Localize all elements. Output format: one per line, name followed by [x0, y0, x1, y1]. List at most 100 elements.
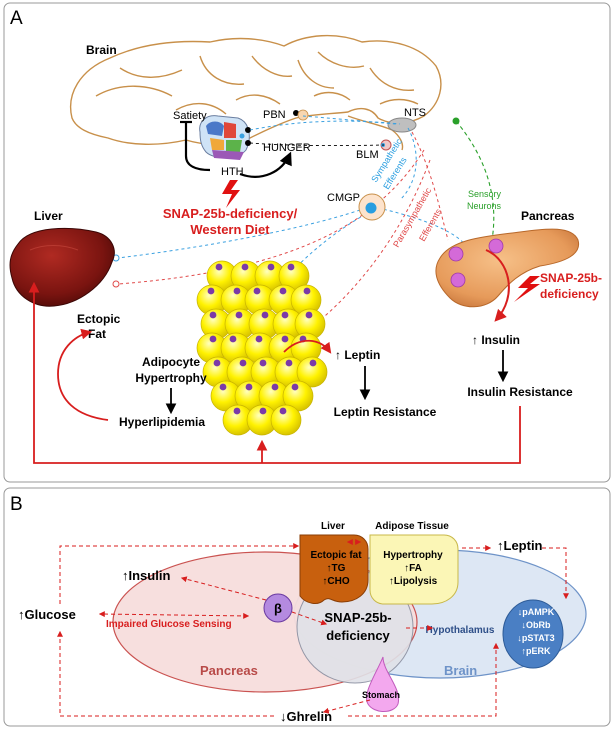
- adipocyte-nucleus: [241, 263, 249, 271]
- tg-label: ↑TG: [327, 563, 346, 574]
- beta-label: β: [274, 601, 282, 616]
- adipocyte-nucleus: [259, 407, 267, 415]
- glucose-label: ↑Glucose: [18, 607, 76, 622]
- fat-to-leptin-arrow: [283, 339, 332, 354]
- hypothalamus-blob: [502, 599, 564, 669]
- adipocyte-nucleus: [235, 311, 243, 319]
- cmgp-label: CMGP: [327, 192, 360, 204]
- ectopic-fat-label: Ectopic fat: [310, 550, 362, 561]
- adipocyte-nucleus: [207, 287, 215, 295]
- ghrelin-to-hypothalamus-arrow: [348, 642, 499, 717]
- adipocyte-line2: Hypertrophy: [135, 371, 207, 385]
- adipocyte-cell: [296, 356, 328, 388]
- pstat3-label: ↓pSTAT3: [517, 633, 554, 643]
- stomach-to-ghrelin-arrow: [322, 699, 371, 714]
- adipocyte-nucleus: [255, 335, 263, 343]
- islet-1: [448, 246, 464, 262]
- hypertrophy-label: Hypertrophy: [383, 550, 443, 561]
- adipocyte-nucleus: [215, 263, 223, 271]
- panel-a-frame: [3, 2, 611, 483]
- insulin-b-label: ↑Insulin: [122, 568, 170, 583]
- insulin-resistance-loop-arrow: [28, 281, 521, 464]
- adipocyte-nucleus: [281, 335, 289, 343]
- adipocyte-nucleus: [281, 311, 289, 319]
- brain-label: Brain: [86, 43, 117, 57]
- pbn-node: [293, 110, 299, 116]
- pancreas-insulin-arrow: [485, 249, 510, 322]
- cmgp-core: [365, 202, 377, 214]
- glucose-to-liver-arrow: [59, 543, 300, 604]
- fa-label: ↑FA: [404, 563, 422, 574]
- adipose-b-label: Adipose Tissue: [375, 521, 449, 532]
- path-sensory: [455, 120, 495, 241]
- pbn-label: PBN: [263, 109, 286, 121]
- adipocyte-nucleus: [213, 359, 221, 367]
- lipolysis-label: ↑Lipolysis: [389, 576, 438, 587]
- adipocyte-nucleus: [233, 407, 241, 415]
- snap-pancreas-line2: deficiency: [540, 287, 599, 301]
- ghrelin-to-glucose-arrow: [57, 630, 274, 717]
- pancreas-organ-icon: [435, 228, 580, 308]
- lightning-pancreas-icon: [514, 276, 540, 302]
- stomach-label: Stomach: [362, 690, 400, 700]
- ectopic-line2: Fat: [88, 327, 106, 341]
- ectopic-line1: Ectopic: [77, 312, 121, 326]
- leptin-to-hypothalamus-arrow: [542, 547, 569, 600]
- pancreas-b-label: Pancreas: [200, 663, 258, 678]
- adipocyte-nucleus: [219, 383, 227, 391]
- satiety-line: [184, 122, 211, 172]
- cho-label: ↑CHO: [322, 576, 349, 587]
- adipocyte-nucleus: [279, 287, 287, 295]
- perk-label: ↑pERK: [522, 646, 552, 656]
- adipocyte-nucleus: [279, 407, 287, 415]
- adipocyte-cluster: [196, 260, 328, 436]
- liver-highlight: [29, 245, 79, 251]
- leptin-b-label: ↑Leptin: [497, 538, 543, 553]
- pbn-node-ring: [297, 109, 309, 121]
- impaired-label: Impaired Glucose Sensing: [106, 619, 232, 630]
- obrb-label: ↓ObRb: [522, 620, 551, 630]
- sensory-label: Sensory: [468, 189, 502, 199]
- blm-label: BLM: [356, 149, 379, 161]
- pampk-label: ↓pAMPK: [518, 607, 555, 617]
- leptin-up-label: ↑ Leptin: [335, 348, 380, 362]
- liver-b-label: Liver: [321, 521, 345, 532]
- hth-label: HTH: [221, 166, 244, 178]
- path-para-liver: [117, 149, 425, 285]
- path-cmgp-liver: [117, 209, 361, 259]
- hypothalamus-label: Hypothalamus: [426, 625, 495, 636]
- path-para: [411, 131, 449, 241]
- path-sym: [399, 127, 417, 201]
- brain-b-label: Brain: [444, 663, 477, 678]
- liver-organ-icon: [9, 227, 115, 307]
- path-pbn-nts: [302, 115, 397, 125]
- insulin-up-label: ↑ Insulin: [472, 333, 520, 347]
- liver-blob: [299, 534, 369, 604]
- nts-label: NTS: [404, 107, 426, 119]
- snap-beta-arrow: [291, 611, 328, 626]
- panel-b-letter: B: [10, 494, 23, 515]
- panel-a-letter: A: [10, 8, 23, 29]
- adipocyte-nucleus: [309, 359, 317, 367]
- pancreas-label: Pancreas: [521, 209, 575, 223]
- hth-cluster: [199, 115, 251, 160]
- adipocyte-nucleus: [245, 383, 253, 391]
- snap-pancreas-line1: SNAP-25b-: [540, 271, 602, 285]
- stomach-blob: [366, 656, 400, 712]
- leptin-resistance-label: Leptin Resistance: [334, 405, 437, 419]
- path-hth-blm: [249, 142, 385, 147]
- adipocyte-nucleus: [209, 311, 217, 319]
- neurons-label: Neurons: [467, 201, 502, 211]
- adipocyte-nucleus: [259, 359, 267, 367]
- adipocyte-nucleus: [285, 359, 293, 367]
- adipocyte-nucleus: [229, 335, 237, 343]
- satiety-label: Satiety: [173, 110, 207, 122]
- adipocyte-nucleus: [267, 263, 275, 271]
- snap-b-line1: SNAP-25b-: [324, 610, 391, 625]
- snap-b-line2: deficiency: [326, 628, 390, 643]
- adipocyte-nucleus: [239, 359, 247, 367]
- path-hth-nts-blue: [249, 120, 401, 131]
- glucose-beta-arrow: [98, 611, 250, 619]
- brain-outline: [70, 34, 442, 151]
